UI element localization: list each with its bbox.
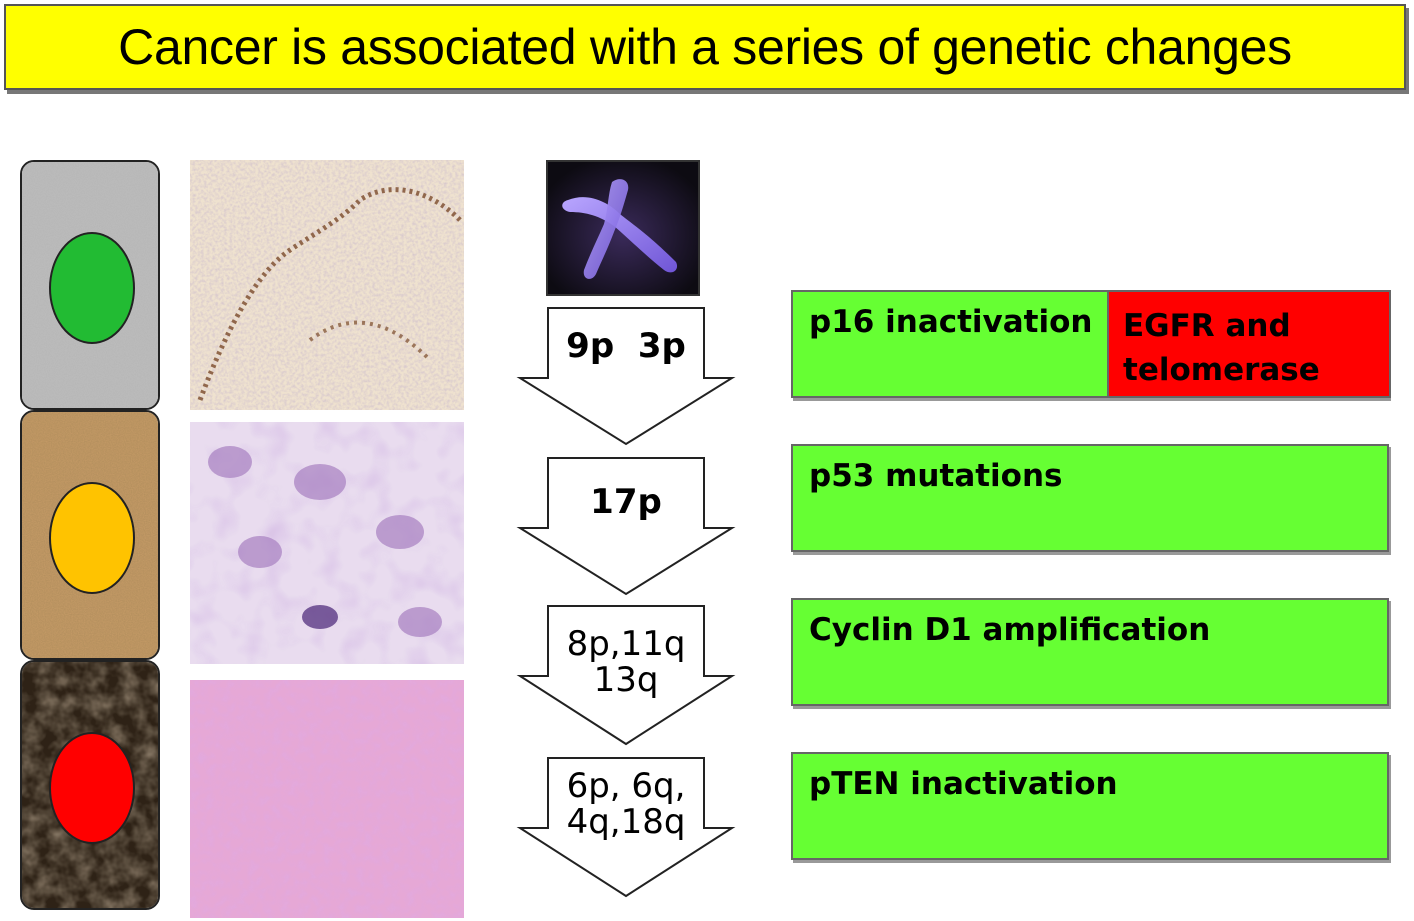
arrow-label-4-line2: 4q,18q	[566, 802, 686, 842]
gene-label-p53: p53 mutations	[809, 458, 1063, 494]
cell-tile-carcinoma-svg	[22, 662, 158, 908]
arrow-label-3-line1: 8p,11q	[566, 624, 686, 664]
title-banner: Cancer is associated with a series of ge…	[4, 4, 1406, 90]
arrow-label-3-line2: 13q	[593, 660, 659, 700]
page-title: Cancer is associated with a series of ge…	[118, 19, 1292, 75]
arrow-label-4-line1: 6p, 6q,	[566, 766, 686, 806]
histology-carcinoma	[190, 680, 464, 918]
down-arrow-icon	[516, 605, 736, 746]
cell-tile-normal	[20, 160, 160, 410]
arrow-stage-2: 17p	[516, 456, 736, 596]
histology-carcinoma-svg	[190, 680, 464, 918]
histology-normal	[190, 160, 464, 410]
arrow-stage-3: 8p,11q 13q	[516, 604, 736, 746]
gene-box-egfr: EGFR and telomerase	[1107, 290, 1391, 398]
arrow-label-3: 8p,11q 13q	[548, 626, 704, 698]
arrow-label-4: 6p, 6q, 4q,18q	[548, 768, 704, 840]
nucleus-green	[49, 232, 135, 344]
arrow-label-1-text: 9p 3p	[566, 326, 686, 366]
gene-box-p16: p16 inactivation EGFR and telomerase	[791, 290, 1391, 398]
cell-tile-dysplasia-svg	[22, 412, 158, 658]
gene-label-p16: p16 inactivation	[809, 304, 1093, 340]
gene-box-pten: pTEN inactivation	[791, 752, 1389, 860]
arrow-label-2: 17p	[548, 484, 704, 520]
gene-box-cyclin-d1: Cyclin D1 amplification	[791, 598, 1389, 706]
cell-tile-dysplasia	[20, 410, 160, 660]
nucleus-red	[49, 732, 135, 844]
histology-dysplasia	[190, 422, 464, 664]
down-arrow-icon	[516, 457, 736, 596]
gene-label-egfr: EGFR and telomerase	[1123, 308, 1320, 388]
chromosome-icon	[546, 160, 700, 296]
cell-tile-carcinoma	[20, 660, 160, 910]
arrow-stage-1: 9p 3p	[516, 306, 736, 446]
histology-normal-svg	[190, 160, 464, 410]
gene-label-cyclin-d1: Cyclin D1 amplification	[809, 612, 1211, 648]
down-arrow-icon	[516, 757, 736, 898]
histology-dysplasia-svg	[190, 422, 464, 664]
gene-box-p53: p53 mutations	[791, 444, 1389, 552]
cell-tile-normal-svg	[22, 162, 158, 408]
arrow-label-1: 9p 3p	[548, 328, 704, 364]
arrow-label-2-text: 17p	[590, 482, 662, 522]
gene-label-pten: pTEN inactivation	[809, 766, 1118, 802]
nucleus-yellow	[49, 482, 135, 594]
down-arrow-icon	[516, 307, 736, 446]
arrow-stage-4: 6p, 6q, 4q,18q	[516, 756, 736, 898]
